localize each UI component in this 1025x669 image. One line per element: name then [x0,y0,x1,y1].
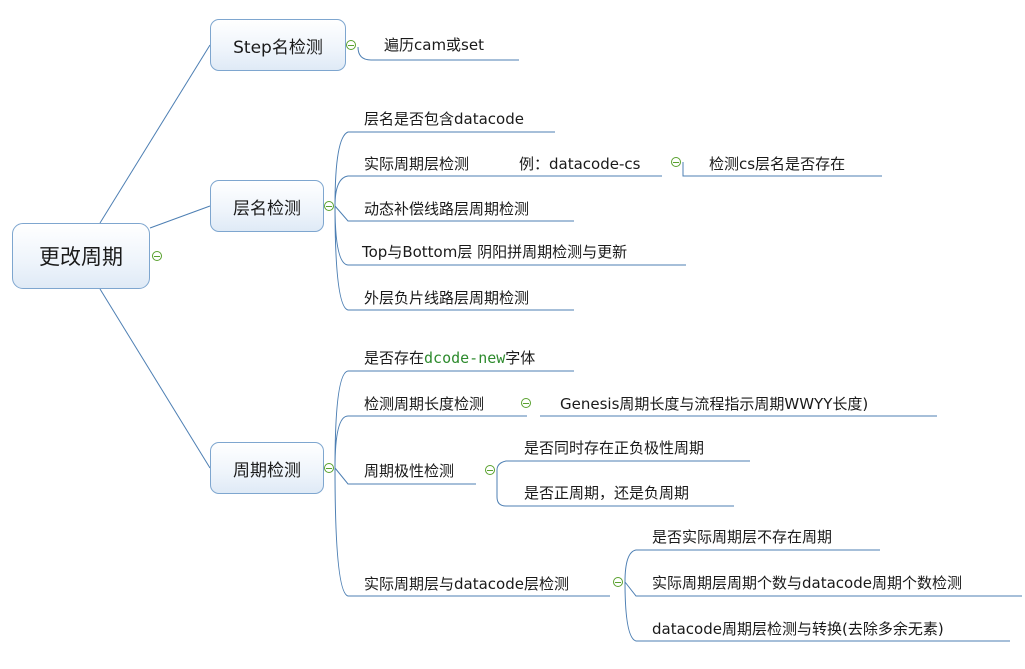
leaf-dynamic-comp-circuit-period[interactable]: 动态补偿线路层周期检测 [364,200,529,218]
root-to-period-connector [99,288,211,469]
branch-label: 周期检测 [233,460,301,481]
leaf-positive-or-negative[interactable]: 是否正周期，还是负周期 [524,484,689,502]
branch-label: Step名检测 [233,37,323,58]
leaf-label: 检测cs层名是否存在 [709,155,846,173]
root-to-step-connector [99,44,211,224]
leaf-label: 动态补偿线路层周期检测 [364,200,530,218]
polarity-children-connector [496,460,750,507]
collapse-icon[interactable] [152,251,162,261]
leaf-check-cs-layer-exists[interactable]: 检测cs层名是否存在 [709,155,845,173]
leaf-label: Genesis周期长度与流程指示周期WWYY长度) [560,395,869,413]
leaf-label: 例：datacode-cs [519,155,641,173]
period-children-connector [334,370,610,597]
collapse-icon[interactable] [521,398,531,408]
root-label: 更改周期 [39,245,123,269]
branch-label: 层名检测 [233,198,301,219]
leaf-outer-negative-circuit-period[interactable]: 外层负片线路层周期检测 [364,289,529,307]
root-node[interactable]: 更改周期 [12,223,150,289]
root-to-layer-connector [149,205,211,229]
leaf-label: 是否实际周期层不存在周期 [652,528,833,546]
collapse-icon[interactable] [671,157,681,167]
leaf-traverse-cam-set[interactable]: 遍历cam或set [384,36,484,54]
leaf-genesis-length-vs-wwyy[interactable]: Genesis周期长度与流程指示周期WWYY长度) [560,395,868,413]
leaf-label: Top与Bottom层 阴阳拼周期检测与更新 [362,243,628,261]
leaf-both-polarities-exist[interactable]: 是否同时存在正负极性周期 [524,439,704,457]
leaf-label: datacode周期层检测与转换(去除多余无素) [652,620,944,638]
leaf-dcode-new-font-exists[interactable]: 是否存在dcode-new字体 [364,349,535,367]
leaf-label: 实际周期层检测 [364,155,470,173]
leaf-actual-period-layer-check[interactable]: 实际周期层检测 [364,155,469,173]
branch-node-layer-name-check[interactable]: 层名检测 [210,180,324,232]
leaf-example-datacode-cs[interactable]: 例：datacode-cs [519,155,640,173]
leaf-datacode-convert[interactable]: datacode周期层检测与转换(去除多余无素) [652,620,944,638]
actual-vs-datacode-children-connector [624,549,1022,642]
leaf-label: 外层负片线路层周期检测 [364,289,530,307]
collapse-icon[interactable] [346,40,356,50]
leaf-code-text: dcode-new [424,349,506,367]
leaf-label: 层名是否包含datacode [364,110,524,128]
branch-node-step-check[interactable]: Step名检测 [210,19,346,71]
leaf-period-length-check[interactable]: 检测周期长度检测 [364,395,484,413]
leaf-layer-contains-datacode[interactable]: 层名是否包含datacode [364,110,524,128]
collapse-icon[interactable] [324,201,334,211]
step-child-connector [357,46,519,61]
layer-children-connector [334,131,686,311]
leaf-actual-layer-no-period[interactable]: 是否实际周期层不存在周期 [652,528,832,546]
branch-node-period-check[interactable]: 周期检测 [210,442,324,494]
leaf-label: 实际周期层周期个数与datacode周期个数检测 [652,574,962,592]
leaf-period-polarity-check[interactable]: 周期极性检测 [364,462,454,480]
example-to-cs-connector [682,162,882,177]
leaf-period-count-compare[interactable]: 实际周期层周期个数与datacode周期个数检测 [652,574,962,592]
collapse-icon[interactable] [324,463,334,473]
leaf-actual-vs-datacode-check[interactable]: 实际周期层与datacode层检测 [364,575,569,593]
leaf-label: 周期极性检测 [364,462,455,480]
leaf-label: 是否正周期，还是负周期 [524,484,690,502]
collapse-icon[interactable] [613,577,623,587]
leaf-label: 是否同时存在正负极性周期 [524,439,705,457]
leaf-label-prefix: 是否存在 [364,349,425,367]
collapse-icon[interactable] [485,465,495,475]
leaf-label-suffix: 字体 [505,349,536,367]
leaf-top-bottom-yinyang[interactable]: Top与Bottom层 阴阳拼周期检测与更新 [362,243,627,261]
leaf-label: 检测周期长度检测 [364,395,485,413]
leaf-label: 遍历cam或set [384,36,484,54]
leaf-label: 实际周期层与datacode层检测 [364,575,569,593]
